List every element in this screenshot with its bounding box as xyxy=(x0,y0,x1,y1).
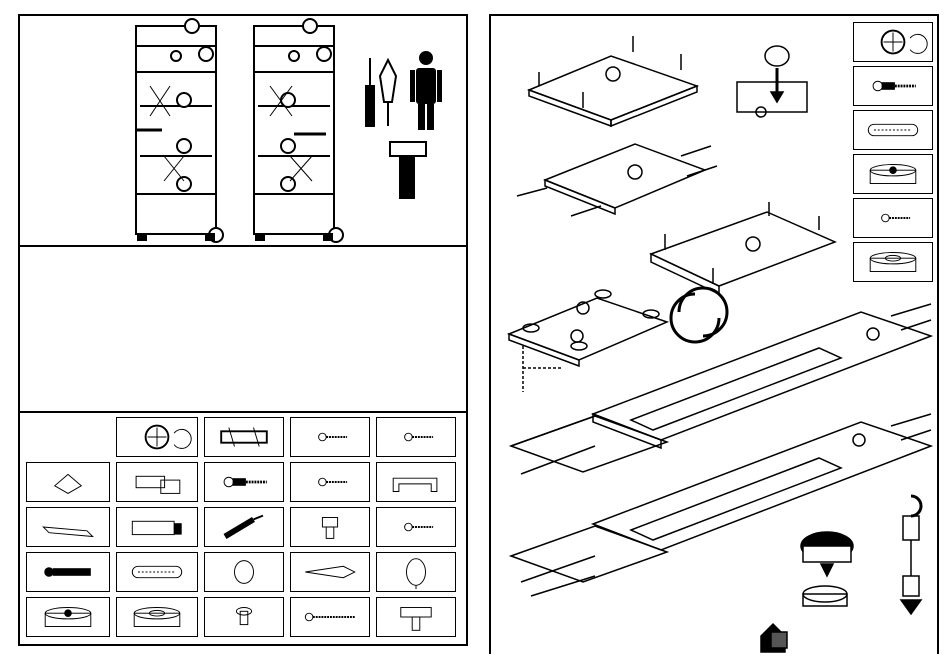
leveler-step xyxy=(901,496,921,614)
hardware-cell xyxy=(290,507,370,547)
cabinet-front-view xyxy=(136,19,223,242)
wall-anchor-icon xyxy=(291,553,369,591)
legend-cell xyxy=(853,66,933,106)
cam-insert-step xyxy=(737,46,807,117)
left-page xyxy=(18,14,468,646)
hardware-cell xyxy=(204,417,284,457)
cam-lock-icon xyxy=(117,418,197,456)
hardware-cell xyxy=(290,597,370,637)
legend-cell xyxy=(853,22,933,62)
hardware-cell xyxy=(290,462,370,502)
hardware-cell xyxy=(376,552,456,592)
cap-plug-icon xyxy=(205,553,283,591)
shim-strip-icon xyxy=(27,508,109,546)
long-bolt-icon xyxy=(27,553,109,591)
foot-press-step xyxy=(801,532,853,606)
hardware-cell xyxy=(204,462,284,502)
shelf-support-icon xyxy=(291,508,369,546)
legend-cell xyxy=(853,154,933,194)
hardware-cell xyxy=(290,417,370,457)
hardware-cell xyxy=(26,507,110,547)
hardware-cell xyxy=(376,597,456,637)
hardware-cell xyxy=(26,597,110,637)
cam-lock-icon xyxy=(854,23,932,61)
hardware-cell xyxy=(376,507,456,547)
hardware-cell xyxy=(116,417,198,457)
base-panel-step xyxy=(517,144,717,216)
bottom-panel-step xyxy=(509,290,667,392)
small-screw-icon xyxy=(854,199,932,237)
cabinet-side-view xyxy=(254,19,343,242)
hardware-cell xyxy=(116,597,198,637)
small-screw-icon xyxy=(291,418,369,456)
hardware-cell xyxy=(26,552,110,592)
person-icon xyxy=(410,51,442,130)
hardware-cell xyxy=(204,597,284,637)
right-page xyxy=(489,14,939,654)
foot-glide-large-icon xyxy=(854,155,932,193)
cover-cap-icon xyxy=(377,553,455,591)
hinge-plate-icon xyxy=(205,418,283,456)
hardware-cell xyxy=(290,552,370,592)
long-screw-icon xyxy=(291,598,369,636)
hardware-cell xyxy=(116,552,198,592)
hardware-cell xyxy=(376,462,456,502)
wood-dowel-icon xyxy=(117,553,197,591)
hardware-cell xyxy=(116,507,198,547)
handle-icon xyxy=(377,463,455,501)
push-pin-icon xyxy=(205,598,283,636)
cabinet-overview-drawing xyxy=(20,16,466,245)
small-screw-icon xyxy=(377,418,455,456)
assembly-hint-icon xyxy=(761,624,787,652)
overview-section xyxy=(20,16,466,247)
top-panel-step xyxy=(529,36,697,126)
notes-area xyxy=(20,245,466,413)
foot-ring-icon xyxy=(854,243,932,281)
dowel-pin-icon xyxy=(205,508,283,546)
small-screw-icon xyxy=(291,463,369,501)
foot-glide-large-icon xyxy=(27,598,109,636)
cam-bolt-icon xyxy=(854,67,932,105)
drawer-runner-block-icon xyxy=(117,508,197,546)
rotate-step xyxy=(671,288,727,342)
legend-cell xyxy=(853,110,933,150)
plinth-step xyxy=(651,202,835,294)
hammer-icon xyxy=(390,142,426,198)
cam-bolt-icon xyxy=(205,463,283,501)
hardware-cell xyxy=(204,507,284,547)
small-screw-icon xyxy=(377,508,455,546)
screwdriver-icon xyxy=(366,58,374,126)
hardware-legend xyxy=(853,22,933,292)
hinge-icon xyxy=(117,463,197,501)
wall-bracket-icon xyxy=(377,598,455,636)
screwdriver-cross-icon xyxy=(380,60,396,126)
hardware-cell xyxy=(204,552,284,592)
hardware-grid xyxy=(20,413,466,644)
wedge-icon xyxy=(27,463,109,501)
wood-dowel-icon xyxy=(854,111,932,149)
side-panel-step-2 xyxy=(511,414,931,596)
hardware-cell xyxy=(26,462,110,502)
hardware-cell xyxy=(116,462,198,502)
legend-cell xyxy=(853,242,933,282)
foot-ring-icon xyxy=(117,598,197,636)
legend-cell xyxy=(853,198,933,238)
hardware-cell xyxy=(376,417,456,457)
